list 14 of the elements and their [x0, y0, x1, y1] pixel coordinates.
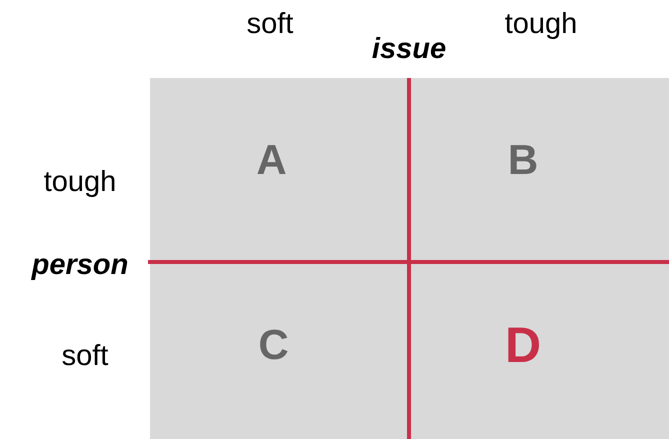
axis-title: issue: [372, 34, 446, 66]
axis-label: tough: [504, 9, 578, 41]
quadrant-letter: B: [508, 139, 538, 181]
quadrant-cell: [150, 262, 409, 439]
axis-label: soft: [246, 9, 294, 41]
quadrant-letter: A: [256, 139, 287, 181]
quadrant-cell: [150, 78, 409, 262]
quadrant-cell: [409, 262, 669, 439]
axis-label: tough: [44, 167, 116, 199]
axis-title: person: [32, 250, 128, 282]
axis-label: soft: [62, 341, 108, 373]
quadrant-cell: [409, 78, 669, 262]
quadrant-letter: C: [258, 324, 289, 366]
quadrant-letter: D: [504, 320, 542, 370]
